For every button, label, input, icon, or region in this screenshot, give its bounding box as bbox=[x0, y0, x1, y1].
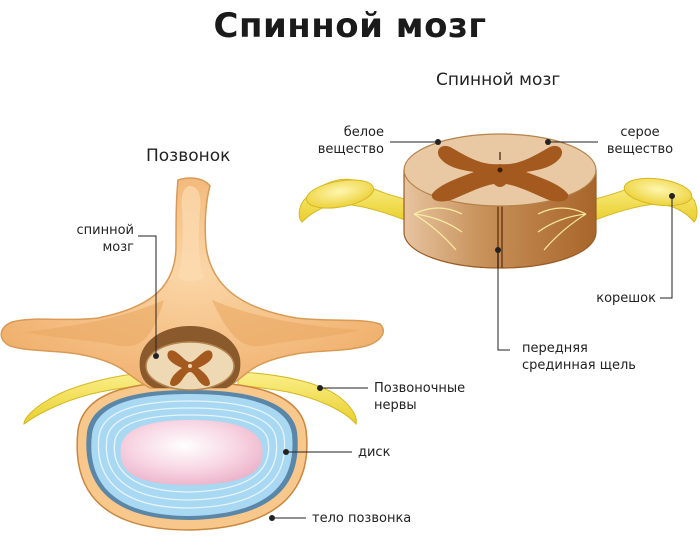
label-spinal-nerves-line1: Позвоночные bbox=[374, 381, 466, 396]
label-white-matter-line1: белое bbox=[343, 125, 384, 140]
root-ganglion-left bbox=[305, 179, 375, 209]
label-white-matter-line2: вещество bbox=[317, 142, 384, 157]
spinal-nerve-left bbox=[23, 371, 151, 426]
label-spinal-nerves-line2: нервы bbox=[374, 398, 417, 413]
root-fibers bbox=[413, 207, 587, 251]
cord-heading: Спинной мозг bbox=[436, 70, 561, 90]
label-gray-matter: серое вещество bbox=[600, 124, 680, 158]
label-disc: диск bbox=[358, 445, 391, 460]
vertebra-group bbox=[0, 177, 384, 531]
label-fissure-line1: передняя bbox=[522, 341, 588, 356]
cord-segment-group bbox=[298, 133, 698, 269]
cord-gray-matter-small bbox=[167, 350, 213, 387]
central-canal bbox=[497, 167, 503, 173]
label-gray-matter-line1: серое bbox=[620, 125, 660, 140]
label-spinal-cord: спинной мозг bbox=[40, 222, 135, 256]
label-spinal-cord-line2: мозг bbox=[102, 240, 134, 255]
cord-gray-matter bbox=[431, 145, 569, 202]
leader-dots bbox=[153, 139, 675, 521]
label-gray-matter-line2: вещество bbox=[606, 142, 674, 157]
label-vertebral-body: тело позвонка bbox=[312, 511, 412, 526]
disc-rings bbox=[97, 400, 286, 509]
label-white-matter: белое вещество bbox=[300, 124, 384, 158]
label-spinal-nerves: Позвоночные нервы bbox=[374, 380, 494, 414]
disc-nucleus bbox=[120, 420, 263, 485]
spinal-nerve-right bbox=[237, 371, 357, 425]
page-title: Спинной мозг bbox=[213, 6, 487, 46]
label-fissure-line2: срединная щель bbox=[522, 358, 636, 373]
leader-lines bbox=[138, 141, 673, 519]
label-fissure: передняя срединная щель bbox=[522, 340, 692, 374]
vertebra-heading: Позвонок bbox=[146, 146, 231, 166]
root-ganglion-right bbox=[623, 177, 693, 207]
label-root: корешок bbox=[596, 291, 656, 306]
label-spinal-cord-line1: спинной bbox=[76, 223, 135, 238]
